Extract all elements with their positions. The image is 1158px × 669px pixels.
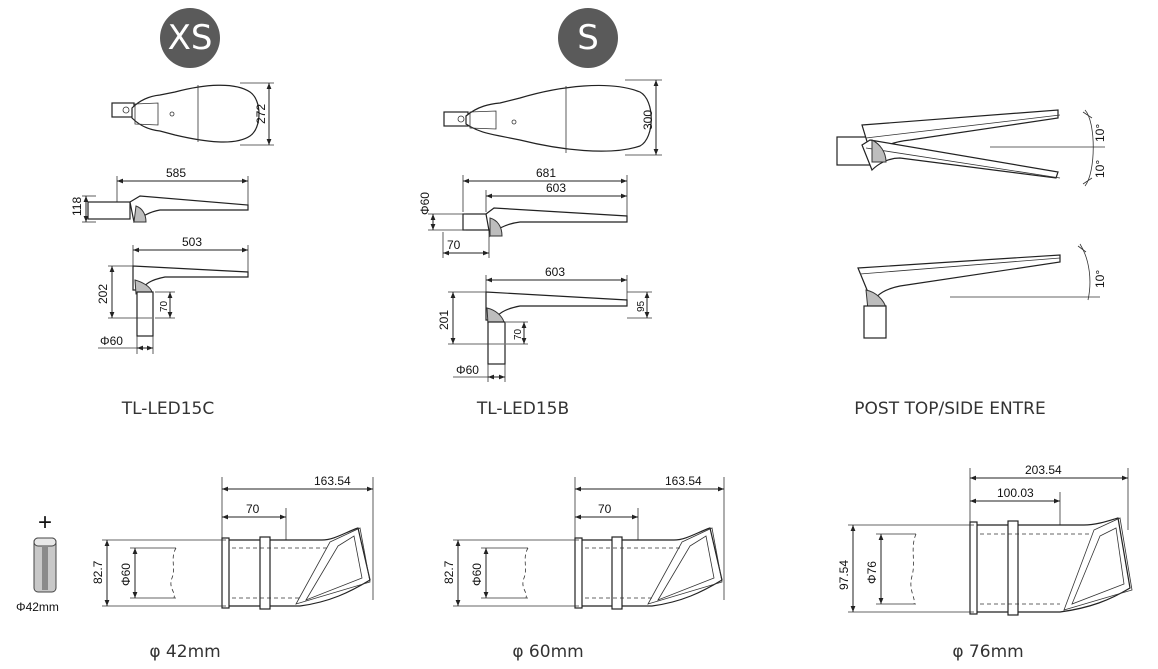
adapter-60-dia-label: Φ60 bbox=[470, 563, 484, 586]
model-s-name: TL-LED15B bbox=[476, 399, 570, 419]
post-angle-label: 10° bbox=[1093, 270, 1107, 288]
xs-side-height-label: 118 bbox=[70, 197, 84, 216]
adapter-76-height-label: 97.54 bbox=[837, 560, 851, 590]
s-post-length-label: 603 bbox=[545, 265, 565, 279]
s-total-length-label: 681 bbox=[536, 166, 556, 180]
adapter-42: 163.54 70 82.7 Φ60 bbox=[91, 474, 374, 610]
plus-sign: + bbox=[38, 509, 52, 536]
xs-post-view: 503 202 70 Φ60 bbox=[96, 235, 249, 354]
xs-top-view: 272 bbox=[111, 82, 274, 146]
xs-post-dia-label: Φ60 bbox=[100, 334, 123, 348]
adapter-60-height-label: 82.7 bbox=[442, 560, 456, 584]
xs-side-length-label: 585 bbox=[166, 166, 186, 180]
s-post-height-label: 201 bbox=[437, 310, 451, 330]
xs-top-width-label: 272 bbox=[254, 104, 268, 124]
adapter-76: 203.54 100.03 97.54 Φ76 bbox=[837, 463, 1133, 616]
s-side-dia-label: Φ60 bbox=[418, 192, 432, 215]
xs-post-height-label: 202 bbox=[96, 284, 110, 304]
s-post-head-label: 95 bbox=[636, 300, 647, 312]
s-post-dia-label: Φ60 bbox=[456, 363, 479, 377]
model-xs-name: TL-LED15C bbox=[121, 399, 215, 419]
sleeve-dia-label: Φ42mm bbox=[16, 600, 59, 614]
s-side-view: 681 603 Φ60 70 bbox=[418, 166, 628, 258]
side-down-angle-label: 10° bbox=[1093, 160, 1107, 178]
xs-post-spigot-label: 70 bbox=[159, 300, 170, 312]
size-badge-s: S bbox=[558, 8, 618, 68]
xs-side-view: 585 118 bbox=[70, 166, 249, 223]
adapter-76-spigot-label: 100.03 bbox=[997, 486, 1034, 500]
adapter-42-dia-label: Φ60 bbox=[119, 563, 133, 586]
s-post-spigot-label: 70 bbox=[513, 328, 524, 340]
adapter-42-caption: φ 42mm bbox=[149, 642, 221, 662]
xs-post-length-label: 503 bbox=[182, 235, 202, 249]
adapter-76-dia-label: Φ76 bbox=[865, 561, 879, 584]
side-up-angle-label: 10° bbox=[1093, 124, 1107, 142]
adapter-42-spigot-label: 70 bbox=[246, 502, 260, 516]
post-top-side-caption: POST TOP/SIDE ENTRE bbox=[854, 399, 1046, 419]
s-post-view: 603 95 201 70 Φ60 bbox=[437, 265, 652, 382]
side-entry-tilt-view: 10° 10° bbox=[836, 109, 1107, 187]
adapter-76-total-label: 203.54 bbox=[1025, 463, 1062, 477]
adapter-60: 163.54 70 82.7 Φ60 bbox=[442, 474, 725, 610]
adapter-60-caption: φ 60mm bbox=[512, 642, 584, 662]
s-side-spigot-label: 70 bbox=[447, 238, 461, 252]
adapter-60-spigot-label: 70 bbox=[598, 502, 612, 516]
reducer-sleeve: + Φ42mm bbox=[16, 509, 59, 614]
s-body-length-label: 603 bbox=[546, 181, 566, 195]
adapter-76-caption: φ 76mm bbox=[952, 642, 1024, 662]
s-top-view: 300 bbox=[443, 79, 662, 156]
adapter-42-height-label: 82.7 bbox=[91, 560, 105, 584]
post-top-tilt-view: 10° bbox=[857, 243, 1107, 339]
s-top-width-label: 300 bbox=[641, 110, 655, 130]
size-badge-xs: XS bbox=[160, 8, 220, 68]
adapter-42-total-label: 163.54 bbox=[314, 474, 351, 488]
adapter-60-total-label: 163.54 bbox=[665, 474, 702, 488]
